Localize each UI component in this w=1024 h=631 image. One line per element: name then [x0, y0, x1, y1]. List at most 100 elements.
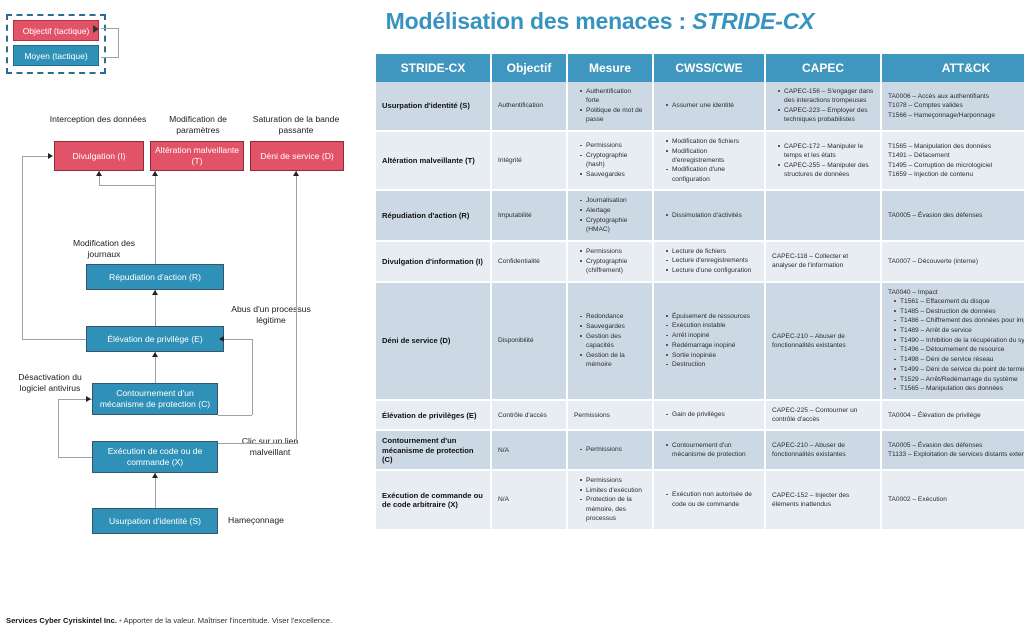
list-item: Gain de privilèges — [666, 410, 758, 419]
edge-into-divulgation-bottom — [99, 171, 100, 185]
list-item: Arrêt inopiné — [666, 331, 758, 340]
list-item: Permissions — [580, 445, 646, 454]
table-row[interactable]: Divulgation d'information (I)Confidentia… — [376, 240, 1024, 283]
edge-abus-horizontal — [224, 339, 252, 340]
cell-cwss: Exécution non autorisée de code ou de co… — [653, 470, 766, 531]
list-item: T1565 – Manipulation des données — [888, 143, 992, 151]
footer-tagline: Apporter de la valeur. Maîtriser l'incer… — [123, 616, 333, 625]
cell-capec-list: CAPEC-156 – S'engager dans des interacti… — [772, 87, 874, 124]
header-attack[interactable]: ATT&CK — [881, 54, 1024, 82]
table-row[interactable]: Élévation de privilèges (E)Contrôle d'ac… — [376, 399, 1024, 432]
header-stride-cx[interactable]: STRIDE-CX — [376, 54, 492, 82]
edge-label-journaux: Modification des journaux — [72, 238, 136, 259]
list-item: Gestion de la mémoire — [580, 351, 646, 369]
header-mesure[interactable]: Mesure — [567, 54, 654, 82]
list-item: Contournement d'un mécanisme de protecti… — [666, 441, 758, 459]
cell-cwss-list: Dissimulation d'activités — [660, 211, 758, 220]
list-item: Dissimulation d'activités — [666, 211, 758, 220]
node-elevation[interactable]: Élévation de privilège (E) — [86, 326, 224, 352]
list-item: T1498 – Déni de service réseau — [894, 355, 1024, 364]
cell-cwss-list: Contournement d'un mécanisme de protecti… — [660, 441, 758, 459]
node-usurpation[interactable]: Usurpation d'identité (S) — [92, 508, 218, 534]
cell-mesure-list: Permissions — [574, 445, 646, 454]
list-item: CAPEC-223 – Employer des techniques prob… — [778, 106, 874, 124]
list-item: Permissions — [580, 141, 646, 150]
table-row[interactable]: Exécution de commande ou de code arbitra… — [376, 470, 1024, 531]
header-capec[interactable]: CAPEC — [765, 54, 882, 82]
list-item: TA0002 – Exécution — [888, 496, 947, 504]
header-cwss-cwe[interactable]: CWSS/CWE — [653, 54, 766, 82]
list-item: Limites d'exécution — [580, 486, 646, 495]
list-item: Sauvegardes — [580, 170, 646, 179]
cell-threat: Répudiation d'action (R) — [376, 190, 492, 242]
cell-capec-list: CAPEC-172 – Manipuler le temps et les ét… — [772, 142, 874, 179]
cell-capec: CAPEC-172 – Manipuler le temps et les ét… — [765, 130, 882, 192]
edge-elevation-to-repudiation — [155, 290, 156, 326]
list-item: Redondance — [580, 312, 646, 321]
cell-cwss: Gain de privilèges — [653, 399, 766, 432]
edge-execution-loop-top — [58, 399, 92, 400]
node-contournement[interactable]: Contournement d'un mécanisme de protecti… — [92, 383, 218, 415]
edge-deni-vertical — [296, 171, 297, 443]
caption-interception: Interception des données — [49, 114, 147, 124]
list-item: CAPEC-210 – Abuser de fonctionnalités ex… — [772, 441, 846, 459]
cell-cwss: Dissimulation d'activités — [653, 190, 766, 242]
cell-mesure: Permissions — [567, 399, 654, 432]
edge-divulgation-loop-vertical — [22, 156, 23, 339]
footer: Services Cyber Cyriskintel Inc. • Apport… — [6, 616, 332, 625]
list-item: Exécution non autorisée de code ou de co… — [666, 490, 758, 508]
node-repudiation[interactable]: Répudiation d'action (R) — [86, 264, 224, 290]
list-item: TA0007 – Découverte (interne) — [888, 257, 979, 265]
threat-flow-diagram: Interception des données Modification de… — [0, 100, 370, 570]
cell-threat: Exécution de commande ou de code arbitra… — [376, 470, 492, 531]
list-item: CAPEC-152 – Injecter des éléments inatte… — [772, 491, 850, 508]
node-alteration[interactable]: Altération malveillante (T) — [150, 141, 244, 171]
edge-label-antivirus: Désactivation du logiciel antivirus — [18, 372, 82, 393]
page-title: Modélisation des menaces : STRIDE-CX — [290, 8, 910, 35]
list-item: Redémarrage inopiné — [666, 341, 758, 350]
node-divulgation[interactable]: Divulgation (I) — [54, 141, 144, 171]
cell-cwss-list: Assumer une identité — [660, 101, 758, 110]
cell-threat: Déni de service (D) — [376, 281, 492, 401]
node-deni-de-service[interactable]: Déni de service (D) — [250, 141, 344, 171]
list-item: Modification d'une configuration — [666, 165, 758, 183]
cell-capec-text: CAPEC-210 – Abuser de fonctionnalités ex… — [772, 441, 874, 459]
cell-capec-text: CAPEC-210 – Abuser de fonctionnalités ex… — [772, 332, 874, 350]
list-item: TA0006 – Accès aux authentifiants — [888, 93, 990, 101]
list-item: T1078 – Comptes valides — [888, 102, 963, 110]
cell-cwss: Contournement d'un mécanisme de protecti… — [653, 430, 766, 471]
edge-divulgation-bottom-feed — [99, 185, 155, 186]
list-item: Alertage — [580, 206, 646, 215]
edge-label-hameconnage: Hameçonnage — [228, 515, 284, 525]
list-item: Épuisement de ressources — [666, 312, 758, 321]
arrow-into-divulgation-bottom — [95, 171, 102, 176]
list-item: Politique de mot de passe — [580, 106, 646, 124]
cell-cwss-list: Exécution non autorisée de code ou de co… — [660, 490, 758, 508]
list-item: Lecture d'une configuration — [666, 266, 758, 275]
edge-label-abus: Abus d'un processus légitime — [231, 304, 311, 325]
node-execution[interactable]: Exécution de code ou de commande (X) — [92, 441, 218, 473]
cell-capec-text: CAPEC-152 – Injecter des éléments inatte… — [772, 491, 874, 509]
cell-attack: TA0005 – Évasion des défenses — [881, 190, 1024, 242]
table-row[interactable]: Contournement d'un mécanisme de protecti… — [376, 430, 1024, 471]
cell-objectif: Disponibilité — [491, 281, 568, 401]
table-row[interactable]: Usurpation d'identité (S)Authentificatio… — [376, 82, 1024, 132]
header-objectif[interactable]: Objectif — [491, 54, 568, 82]
arrow-into-execution — [151, 473, 158, 478]
cell-capec: CAPEC-210 – Abuser de fonctionnalités ex… — [765, 430, 882, 471]
cell-attack-text: TA0002 – Exécution — [888, 495, 1024, 504]
edge-divulgation-loop-top — [22, 156, 48, 157]
footer-company: Services Cyber Cyriskintel Inc. — [6, 616, 118, 625]
table-body: Usurpation d'identité (S)Authentificatio… — [376, 82, 1024, 531]
list-item: TA0005 – Évasion des défenses — [888, 211, 983, 219]
